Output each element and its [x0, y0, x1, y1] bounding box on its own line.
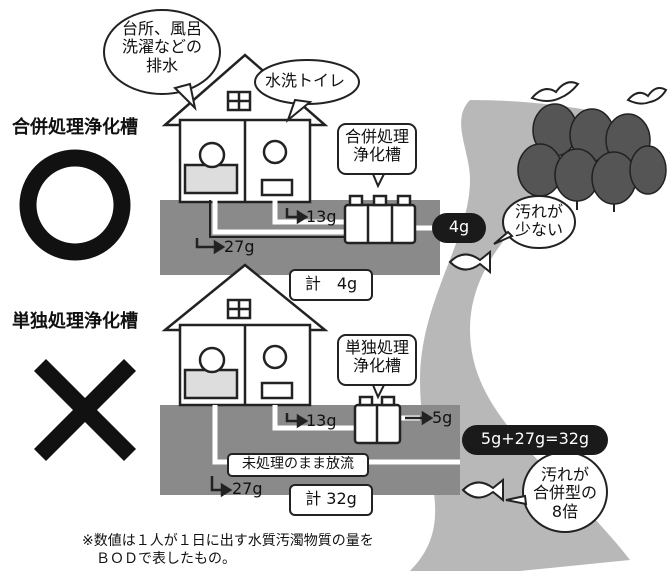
- total-combined: 計 4g: [304, 274, 358, 293]
- tank-label-box: [337, 123, 417, 400]
- total-single: 計 32g: [305, 489, 357, 508]
- river-bubble-line: 8倍: [551, 501, 579, 521]
- tank-label-line: 合併処理: [344, 127, 409, 146]
- flow-kitchen-combined: 27g: [224, 237, 255, 256]
- bubble-line: 排水: [145, 55, 178, 75]
- flow-tank-out-single: 5g: [432, 408, 453, 427]
- tank-label-line: 浄化槽: [352, 356, 401, 376]
- flow-kitchen-single: 27g: [232, 479, 263, 498]
- tank-single: [353, 395, 402, 445]
- river-bubble-line: 汚れが: [540, 465, 589, 484]
- river-bubble-combined: 汚れが 少ない: [503, 202, 575, 240]
- river-bubble-single: 汚れが 合併型の 8倍: [523, 465, 607, 521]
- river-bubble-line: 汚れが: [514, 202, 563, 221]
- single-title: 単独処理浄化槽: [12, 311, 138, 332]
- fish-icon: [448, 249, 504, 503]
- out-badge-combined: [432, 213, 486, 243]
- toilet-bubble: 水洗トイレ: [265, 71, 346, 90]
- tank-combined: [343, 194, 417, 245]
- out-badge-single-text: 5g+27g=32g: [480, 429, 590, 448]
- footnote: ※数値は１人が１日に出す水質汚濁物質の量を ＢＯＤで表したもの。: [82, 533, 374, 568]
- batsu-symbol: [33, 358, 137, 462]
- untreated-box: [227, 453, 369, 477]
- out-badge-single: [462, 425, 608, 455]
- house-combined: [161, 53, 329, 204]
- house-single: [161, 263, 329, 407]
- river-bubble-line: 合併型の: [532, 483, 597, 503]
- forest: [517, 103, 667, 205]
- footnote-line: ※数値は１人が１日に出す水質汚濁物質の量を: [82, 533, 374, 549]
- untreated-label: 未処理のまま放流: [242, 456, 354, 472]
- tank-label-line: 単独処理: [344, 338, 409, 357]
- river-bubble-line: 少ない: [514, 220, 563, 240]
- bubble-line: 台所、風呂: [121, 19, 202, 38]
- tank-label-line: 浄化槽: [352, 145, 401, 165]
- arrow-icon: [195, 208, 434, 498]
- maru-symbol: [19, 149, 131, 261]
- bird-icon: [530, 81, 668, 105]
- total-box-single: [289, 484, 373, 516]
- drainage-bubble: 台所、風呂 洗濯などの 排水: [114, 19, 210, 75]
- bubble-line: 洗濯などの: [121, 37, 202, 57]
- flow-toilet-single: 13g: [306, 411, 337, 430]
- flow-toilet-combined: 13g: [306, 207, 337, 226]
- pipes-combined: [212, 200, 435, 235]
- speech-bubble: [103, 9, 608, 533]
- footnote-line: ＢＯＤで表したもの。: [96, 550, 236, 567]
- tank-label-combined: 合併処理 浄化槽: [338, 127, 416, 165]
- tank-label-single: 単独処理 浄化槽: [338, 338, 416, 376]
- combined-title: 合併処理浄化槽: [12, 117, 138, 138]
- total-box-combined: [289, 269, 373, 301]
- out-badge-combined-text: 4g: [448, 217, 470, 236]
